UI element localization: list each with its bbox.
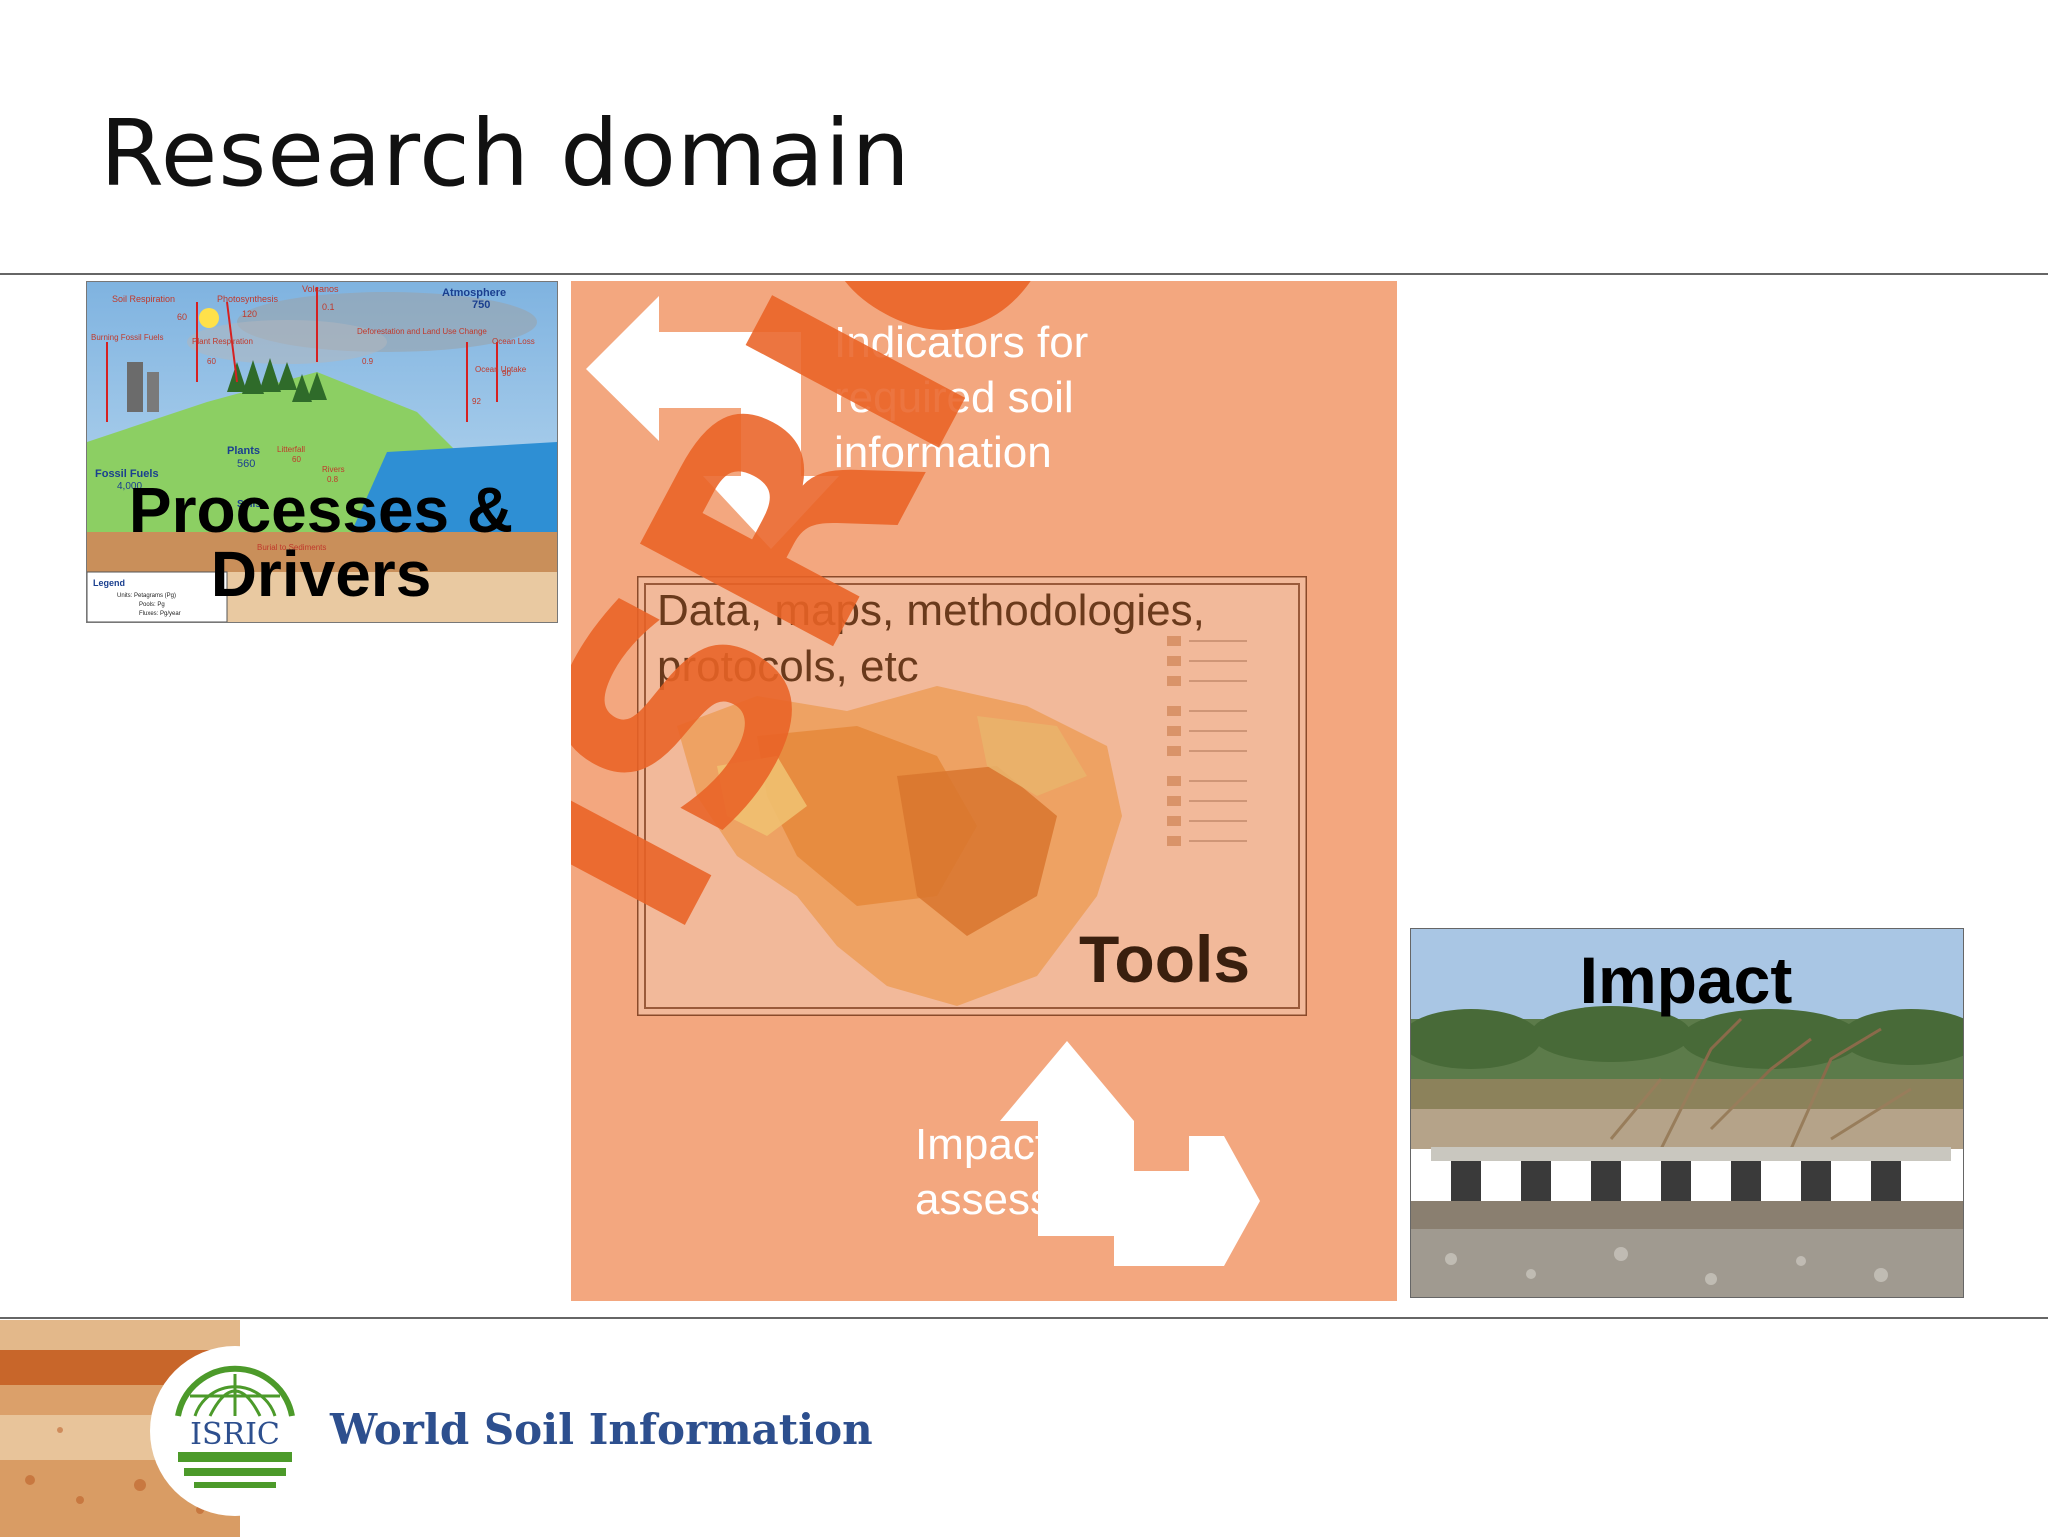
plant-respiration-value: 60 bbox=[207, 357, 216, 366]
fossil-fuels-label: Fossil Fuels bbox=[95, 468, 159, 480]
impact-arrow-icon bbox=[1000, 1041, 1260, 1266]
impact-photo bbox=[1410, 928, 1964, 1298]
volcanos-value: 0.1 bbox=[322, 302, 335, 312]
soil-respiration-label: Soil Respiration bbox=[112, 294, 175, 304]
flooded-bridge-illustration bbox=[1411, 929, 1963, 1297]
fossil-fuels-value: 4,000 bbox=[117, 481, 142, 492]
atmosphere-label: Atmosphere bbox=[442, 287, 506, 299]
legend-title: Legend bbox=[93, 578, 125, 588]
plant-respiration-label: Plant Respiration bbox=[192, 337, 253, 346]
litterfall-label: Litterfall bbox=[277, 445, 305, 454]
workflow-arrows bbox=[586, 296, 1260, 1266]
top-divider bbox=[0, 273, 2048, 275]
indicators-text: Indicators for required soil information bbox=[834, 318, 1089, 477]
ocean-loss-label: Ocean Loss bbox=[492, 337, 535, 346]
litterfall-value: 60 bbox=[292, 455, 301, 464]
legend-fluxes: Fluxes: Pg/year bbox=[139, 611, 181, 617]
tools-label: Tools bbox=[1079, 922, 1251, 996]
plants-value: 560 bbox=[237, 458, 255, 470]
burial-label: Burial to Sediments bbox=[257, 543, 326, 552]
indicators-arrow-icon bbox=[586, 296, 839, 549]
photosynthesis-label: Photosynthesis bbox=[217, 294, 279, 304]
burning-label: Burning Fossil Fuels bbox=[91, 333, 163, 342]
impact-assessments-text: Impact assessments bbox=[915, 1120, 1172, 1224]
volcanos-label: Volcanos bbox=[302, 284, 339, 294]
legend-pools: Pools: Pg bbox=[139, 602, 165, 608]
isric-logo-text: ISRIC bbox=[190, 1417, 280, 1452]
bottom-divider bbox=[0, 1317, 2048, 1319]
rivers-label: Rivers bbox=[322, 465, 345, 474]
deforestation-label: Deforestation and Land Use Change bbox=[357, 327, 487, 336]
photosynthesis-value: 120 bbox=[242, 309, 257, 319]
data-maps-text: Data, maps, methodologies, protocols, et… bbox=[657, 586, 1205, 691]
tools-panel: Indicators for required soil information… bbox=[571, 281, 1397, 1301]
slide-title: Research domain bbox=[100, 100, 911, 207]
plants-label: Plants bbox=[227, 445, 260, 457]
legend-units: Units: Petagrams (Pg) bbox=[117, 593, 176, 599]
rivers-value: 0.8 bbox=[327, 475, 339, 484]
org-name: World Soil Information bbox=[330, 1405, 873, 1454]
soil-map-image bbox=[637, 576, 1307, 1016]
carbon-cycle-illustration: Soil Respiration 60 Photosynthesis 120 V… bbox=[87, 282, 557, 622]
soils-label: Soils bbox=[237, 499, 261, 510]
ocean-uptake-value: 92 bbox=[472, 397, 481, 406]
ocean-loss-value: 90 bbox=[502, 369, 511, 378]
processes-drivers-label: Processes & Drivers bbox=[128, 474, 514, 610]
isric-logo-icon: ISRIC bbox=[150, 1346, 320, 1516]
ocean-uptake-label: Ocean Uptake bbox=[475, 365, 527, 374]
deforestation-value: 0.9 bbox=[362, 357, 374, 366]
impact-label: Impact bbox=[1579, 943, 1793, 1017]
atmosphere-value: 750 bbox=[472, 299, 490, 311]
soil-respiration-value: 60 bbox=[177, 312, 187, 322]
carbon-cycle-image: Soil Respiration 60 Photosynthesis 120 V… bbox=[86, 281, 558, 623]
